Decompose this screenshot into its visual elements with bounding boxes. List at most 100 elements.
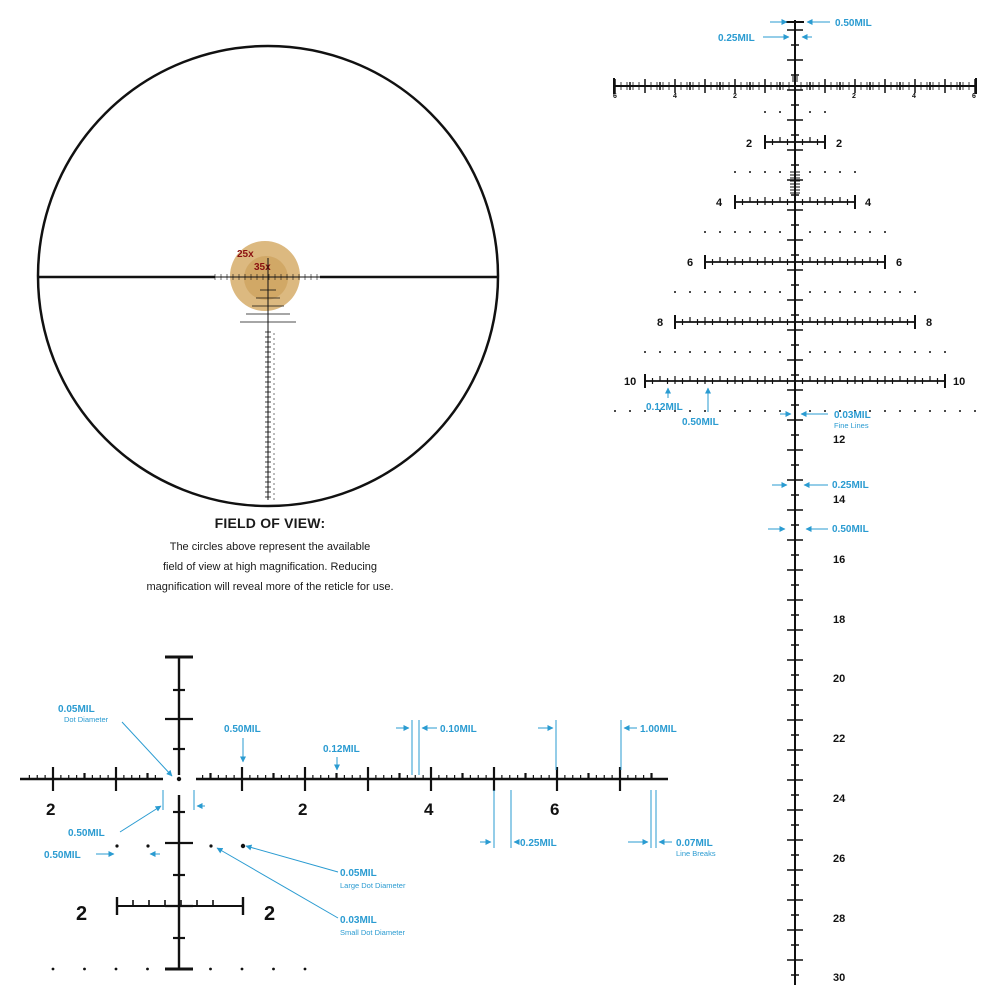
- holdover-dot: [884, 231, 886, 233]
- tree-row-4-right: 4: [865, 197, 872, 209]
- holdover-dot: [944, 351, 946, 353]
- mini-dot: [273, 393, 275, 395]
- holdover-dot: [734, 410, 736, 412]
- detail-large-dot: [240, 843, 246, 849]
- detail-dot-dia-sub: Dot Diameter: [64, 715, 109, 724]
- holdover-dot: [674, 291, 676, 293]
- hbar-label-6-right: 6: [972, 93, 976, 100]
- holdover-dot: [659, 351, 661, 353]
- holdover-dot: [824, 291, 826, 293]
- mag-35x-label: 35x: [254, 262, 271, 273]
- mini-dot: [273, 483, 275, 485]
- mini-dot: [273, 443, 275, 445]
- detail-dot: [209, 844, 213, 848]
- holdover-dot: [704, 231, 706, 233]
- holdover-dot: [869, 231, 871, 233]
- holdover-dot: [779, 171, 781, 173]
- hbar-label-6-left: 6: [613, 93, 617, 100]
- holdover-dot: [734, 351, 736, 353]
- mini-dot: [273, 378, 275, 380]
- mini-dot: [273, 358, 275, 360]
- holdover-dot: [779, 351, 781, 353]
- holdover-dot: [719, 291, 721, 293]
- holdover-dot: [734, 171, 736, 173]
- fov-line-3: magnification will reveal more of the re…: [146, 581, 394, 593]
- holdover-dot: [839, 291, 841, 293]
- full-reticle-text: 0.50MIL 0.25MIL 6 4 2 2 4 6 2 2 4 4 6 6 …: [613, 18, 976, 984]
- holdover-dot: [779, 410, 781, 412]
- mag-25x-label: 25x: [237, 249, 254, 260]
- holdover-dot: [824, 171, 826, 173]
- holdover-dot: [764, 231, 766, 233]
- holdover-dot: [869, 410, 871, 412]
- vnum-24: 24: [833, 793, 846, 805]
- holdover-dot: [764, 351, 766, 353]
- holdover-dot: [779, 111, 781, 113]
- holdover-dot: [884, 410, 886, 412]
- holdover-dot: [689, 410, 691, 412]
- hbar-label-2-right: 2: [852, 93, 856, 100]
- detail-050-low: 0.50MIL: [44, 850, 81, 861]
- mini-dot: [273, 438, 275, 440]
- fov-caption: FIELD OF VIEW: The circles above represe…: [60, 515, 480, 597]
- holdover-dot: [644, 410, 646, 412]
- holdover-dot: [674, 351, 676, 353]
- holdover-dot: [839, 351, 841, 353]
- tree-row-6-left: 6: [687, 257, 693, 269]
- mini-dot: [273, 368, 275, 370]
- holdover-dot: [854, 171, 856, 173]
- detail-large-dot: 0.05MIL: [340, 868, 377, 879]
- vnum-20: 20: [833, 673, 845, 685]
- callout-fine-lines: Fine Lines: [834, 421, 869, 430]
- large-dot-arrow: [245, 844, 339, 873]
- tree-row-8-left: 8: [657, 317, 663, 329]
- holdover-dot: [764, 410, 766, 412]
- holdover-dot: [704, 351, 706, 353]
- detail-dot: [115, 844, 119, 848]
- detail-012: 0.12MIL: [323, 744, 360, 755]
- holdover-dot: [809, 410, 811, 412]
- detail-tree-right: 2: [264, 903, 275, 925]
- holdover-dot: [929, 351, 931, 353]
- holdover-dot: [974, 410, 976, 412]
- holdover-dot: [749, 410, 751, 412]
- mini-dot: [273, 338, 275, 340]
- holdover-dot: [809, 231, 811, 233]
- tree-row-4-left: 4: [716, 197, 723, 209]
- detail-bottom-dot: [146, 967, 149, 971]
- fov-line-2: field of view at high magnification. Red…: [162, 561, 377, 573]
- detail-center-dot: [176, 776, 182, 782]
- detail-bottom-dot: [303, 967, 307, 971]
- detail-hnum-2-left: 2: [46, 800, 55, 819]
- holdover-dot: [854, 351, 856, 353]
- vnum-18: 18: [833, 614, 845, 626]
- holdover-dot: [944, 410, 946, 412]
- detail-large-dot-sub: Large Dot Diameter: [340, 881, 406, 890]
- hbar-label-4-left: 4: [673, 93, 677, 100]
- holdover-dot: [854, 291, 856, 293]
- detail-050-mid: 0.50MIL: [68, 828, 105, 839]
- detail-bottom-dot: [272, 967, 275, 971]
- detail-050-top: 0.50MIL: [224, 724, 261, 735]
- holdover-dot: [674, 410, 676, 412]
- mini-dot: [273, 488, 275, 490]
- holdover-dot: [779, 231, 781, 233]
- detail-007: 0.07MIL: [676, 838, 713, 849]
- mini-dot: [273, 373, 275, 375]
- detail-hnum-6: 6: [550, 800, 559, 819]
- holdover-dot: [644, 351, 646, 353]
- holdover-dot: [914, 351, 916, 353]
- mini-dot: [273, 383, 275, 385]
- holdover-dot: [719, 410, 721, 412]
- holdover-dot: [869, 351, 871, 353]
- holdover-dot: [839, 410, 841, 412]
- holdover-dot: [629, 410, 631, 412]
- mini-dot: [273, 493, 275, 495]
- holdover-dot: [749, 351, 751, 353]
- holdover-dot: [899, 291, 901, 293]
- holdover-dot: [854, 410, 856, 412]
- holdover-dot: [809, 291, 811, 293]
- holdover-dot: [824, 231, 826, 233]
- holdover-dot: [914, 410, 916, 412]
- holdover-dot: [749, 171, 751, 173]
